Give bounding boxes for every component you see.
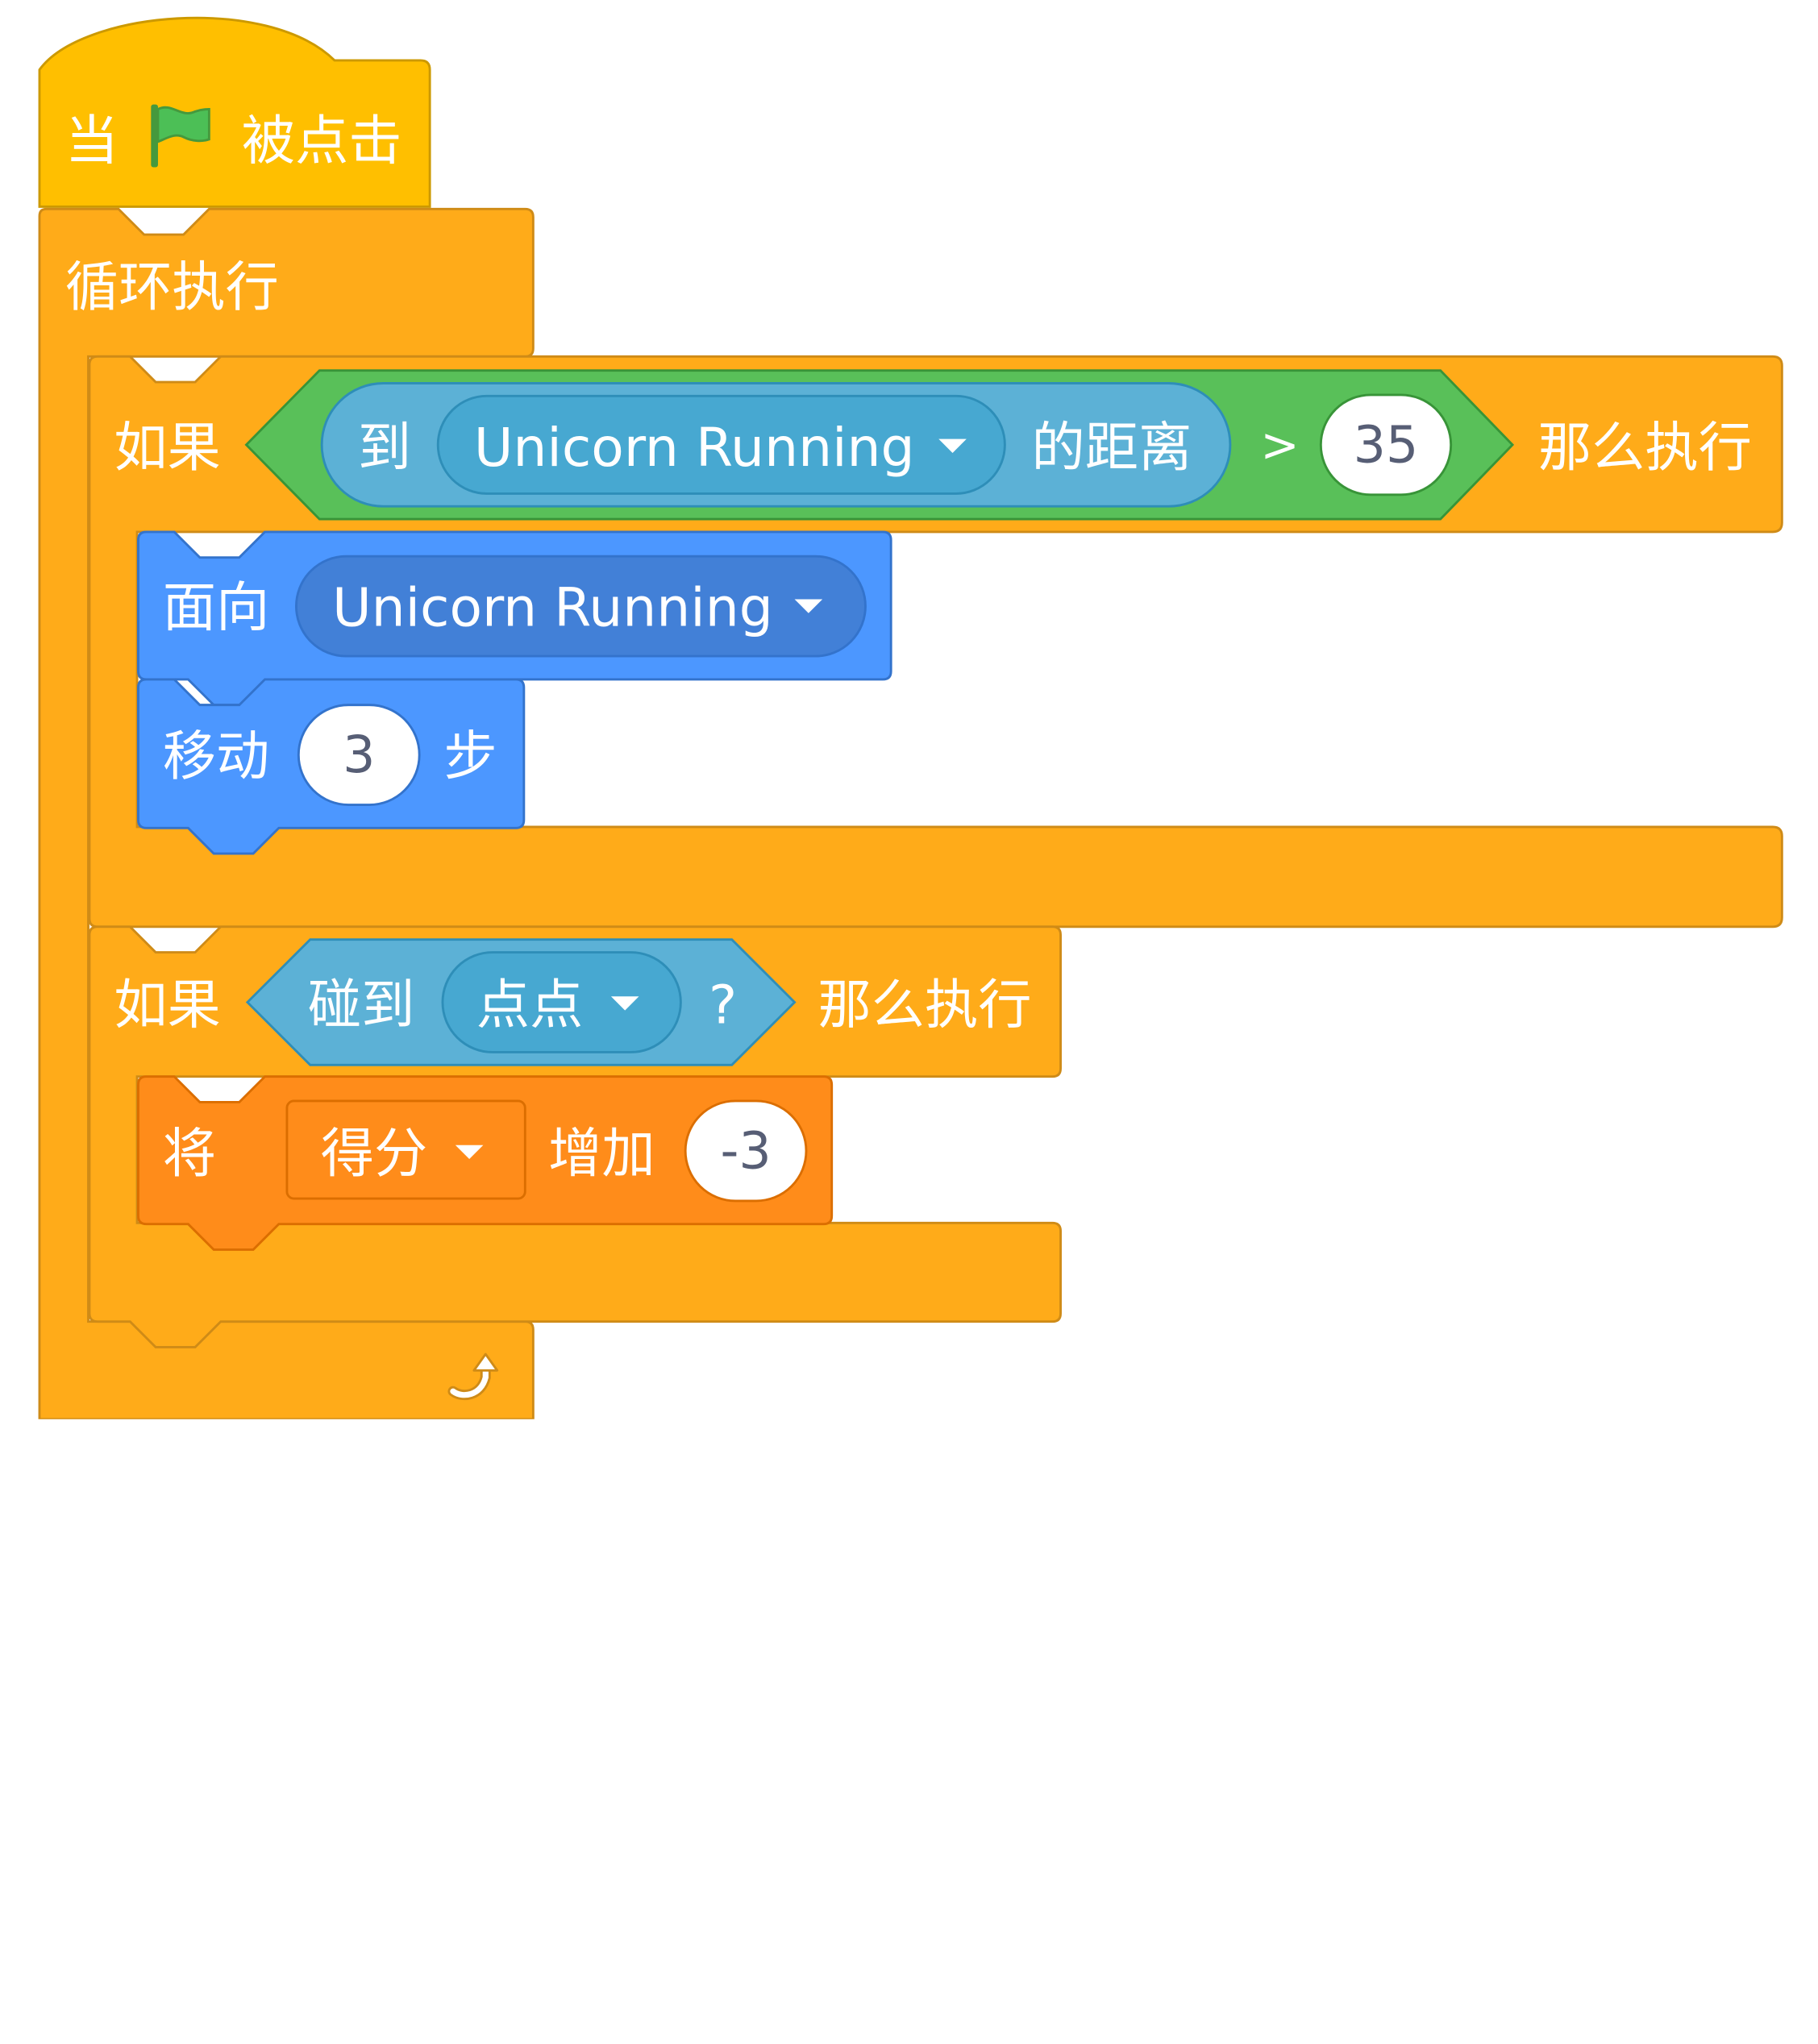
hat-prefix-label: 当 bbox=[64, 109, 119, 172]
touching-suffix-label: ? bbox=[708, 973, 738, 1037]
point-towards-label: 面向 bbox=[162, 575, 270, 639]
forever-label: 循环执行 bbox=[64, 255, 279, 318]
operator-symbol: > bbox=[1260, 419, 1300, 473]
move-unit-label: 步 bbox=[443, 725, 497, 787]
chevron-down-icon bbox=[610, 996, 639, 1011]
distance-prefix-label: 到 bbox=[357, 415, 412, 479]
if2-then-label: 那么执行 bbox=[817, 973, 1032, 1037]
compare-value: 35 bbox=[1353, 415, 1419, 476]
change-verb-label: 增加 bbox=[548, 1121, 655, 1185]
variable-dropdown[interactable] bbox=[285, 1099, 526, 1200]
change-value-input[interactable] bbox=[684, 1099, 808, 1203]
block-shapes bbox=[38, 16, 1783, 1419]
when-flag-clicked-block[interactable] bbox=[38, 16, 431, 208]
chevron-down-icon bbox=[455, 1145, 484, 1160]
if1-then-label: 那么执行 bbox=[1537, 415, 1752, 479]
towards-target-label: Unicorn Running bbox=[332, 575, 773, 639]
distance-target-dropdown[interactable] bbox=[436, 394, 1006, 495]
if2-label: 如果 bbox=[114, 973, 221, 1037]
distance-suffix-label: 的距离 bbox=[1031, 415, 1192, 479]
towards-target-dropdown[interactable] bbox=[294, 555, 867, 658]
touching-target-label: 点点 bbox=[476, 973, 584, 1037]
chevron-down-icon bbox=[938, 438, 967, 453]
touching-target-dropdown[interactable] bbox=[441, 951, 682, 1053]
variable-name-label: 得分 bbox=[320, 1121, 428, 1185]
steps-value: 3 bbox=[343, 725, 376, 786]
change-prefix-label: 将 bbox=[162, 1121, 217, 1185]
compare-value-input[interactable] bbox=[1319, 393, 1453, 496]
change-value: -3 bbox=[720, 1121, 772, 1182]
distance-target-label: Unicorn Running bbox=[473, 415, 915, 479]
hat-suffix-label: 被点击 bbox=[241, 109, 402, 172]
touching-prefix-label: 碰到 bbox=[307, 973, 415, 1037]
move-label: 移动 bbox=[162, 725, 270, 787]
chevron-down-icon bbox=[794, 599, 823, 613]
if1-label: 如果 bbox=[114, 415, 221, 479]
steps-input[interactable] bbox=[297, 704, 421, 806]
loop-arrow-icon bbox=[447, 1352, 499, 1401]
green-flag-icon bbox=[151, 104, 210, 168]
